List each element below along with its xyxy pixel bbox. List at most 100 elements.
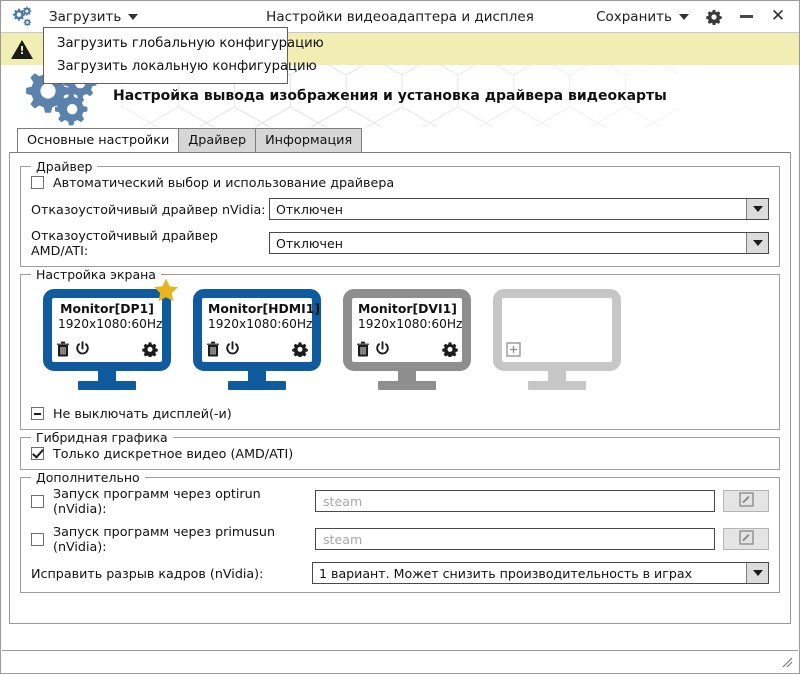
group-extra: Дополнительно Запуск программ через opti… (20, 470, 780, 593)
monitor-card-add[interactable] (493, 289, 621, 390)
monitor-name: Monitor[DVI1] (358, 301, 457, 316)
power-icon[interactable] (75, 341, 90, 361)
amd-fallback-label: Отказоустойчивый драйвер AMD/ATI: (31, 228, 218, 258)
add-icon[interactable] (506, 342, 521, 361)
monitor-mode: 1920x1080:60Hz (358, 317, 463, 331)
nvidia-fallback-select[interactable]: Отключен (269, 198, 769, 220)
primusun-checkbox[interactable] (31, 532, 44, 546)
edit-pencil-icon (738, 529, 754, 549)
amd-fallback-row: Отказоустойчивый драйвер AMD/ATI: Отключ… (31, 228, 769, 258)
load-menu-button[interactable]: Загрузить (43, 7, 144, 27)
status-bar (2, 650, 798, 672)
group-hybrid-graphics: Гибридная графика Только дискретное виде… (20, 430, 780, 470)
keep-displays-on-label: Не выключать дисплей(-и) (53, 406, 232, 421)
hexagon-pattern-background (1, 65, 799, 127)
minimize-icon (739, 15, 753, 18)
optirun-row: Запуск программ через optirun (nVidia): … (31, 486, 769, 516)
monitor-actions (206, 341, 308, 361)
gear-icon[interactable] (442, 341, 458, 361)
chevron-down-icon (128, 13, 139, 20)
chevron-down-icon[interactable] (746, 233, 768, 253)
optirun-input[interactable]: steam (315, 490, 715, 512)
primusun-browse-button[interactable] (723, 528, 769, 550)
optirun-browse-button[interactable] (723, 490, 769, 512)
menu-item-global-config[interactable]: Загрузить глобальную конфигурацию (57, 36, 324, 51)
trash-icon[interactable] (56, 341, 70, 361)
edit-pencil-icon (738, 491, 754, 511)
window-title-text: Настройки видеоадаптера и дисплея (266, 9, 534, 25)
monitor-card[interactable]: Monitor[DVI1] 1920x1080:60Hz (343, 289, 471, 390)
monitor-screen[interactable]: Monitor[HDMI1] 1920x1080:60Hz (193, 289, 321, 371)
banner: Настройка вывода изображения и установка… (1, 65, 799, 127)
power-icon[interactable] (375, 341, 390, 361)
group-screen: Настройка экрана Monitor[DP1] 1920x1080:… (20, 267, 780, 430)
trash-icon[interactable] (206, 341, 220, 361)
gear-icon[interactable] (142, 341, 158, 361)
monitor-screen[interactable]: Monitor[DP1] 1920x1080:60Hz (43, 289, 171, 371)
chevron-down-icon (679, 13, 689, 20)
discrete-only-checkbox[interactable] (31, 447, 44, 460)
discrete-only-row[interactable]: Только дискретное видео (AMD/ATI) (31, 446, 769, 461)
monitor-card[interactable]: Monitor[DP1] 1920x1080:60Hz (43, 278, 178, 390)
save-menu-label: Сохранить (596, 8, 672, 25)
app-icon (9, 6, 33, 28)
monitor-screen[interactable]: Monitor[DVI1] 1920x1080:60Hz (343, 289, 471, 371)
monitor-mode: 1920x1080:60Hz (208, 317, 313, 331)
monitor-name: Monitor[HDMI1] (208, 301, 320, 316)
banner-title: Настройка вывода изображения и установка… (113, 88, 667, 104)
amd-fallback-select[interactable]: Отключен (269, 232, 769, 254)
discrete-only-label: Только дискретное видео (AMD/ATI) (53, 446, 294, 461)
monitor-actions (356, 341, 458, 361)
load-dropdown-menu[interactable]: Загрузить глобальную конфигурацию Загруз… (43, 27, 324, 84)
tearfix-select[interactable]: 1 вариант. Может снизить производительно… (312, 562, 769, 584)
primary-star-icon (154, 278, 178, 302)
primusun-placeholder: steam (323, 531, 363, 547)
group-extra-legend: Дополнительно (31, 470, 145, 485)
minimize-button[interactable] (731, 3, 761, 31)
monitor-stand (548, 371, 566, 381)
monitor-base (228, 381, 286, 390)
power-icon[interactable] (225, 341, 240, 361)
monitor-screen-empty[interactable] (493, 289, 621, 371)
tearfix-row: Исправить разрыв кадров (nVidia): 1 вари… (31, 562, 769, 584)
settings-gear-button[interactable] (699, 3, 729, 31)
keep-displays-on-checkbox[interactable] (31, 407, 44, 420)
primusun-input[interactable]: steam (315, 528, 715, 550)
keep-displays-on-row[interactable]: Не выключать дисплей(-и) (31, 406, 769, 421)
warning-triangle-icon (11, 39, 33, 59)
nvidia-fallback-row: Отказоустойчивый драйвер nVidia: Отключе… (31, 198, 769, 220)
resize-grip-icon[interactable] (780, 655, 794, 669)
auto-driver-label: Автоматический выбор и использование дра… (53, 175, 395, 190)
monitor-actions (506, 342, 608, 361)
monitor-card[interactable]: Monitor[HDMI1] 1920x1080:60Hz (193, 289, 321, 390)
amd-fallback-value: Отключен (276, 235, 343, 251)
group-screen-legend: Настройка экрана (31, 267, 161, 282)
monitor-stand (398, 371, 416, 381)
nvidia-fallback-value: Отключен (276, 201, 343, 217)
nvidia-fallback-label: Отказоустойчивый драйвер nVidia: (31, 201, 266, 217)
tab-information[interactable]: Информация (255, 128, 363, 152)
menu-item-local-config[interactable]: Загрузить локальную конфигурацию (57, 59, 317, 74)
monitor-base (78, 381, 136, 390)
chevron-down-icon[interactable] (746, 563, 768, 583)
monitor-name: Monitor[DP1] (60, 301, 154, 316)
monitor-stand (98, 371, 116, 381)
monitor-base (378, 381, 436, 390)
load-menu-label: Загрузить (49, 8, 122, 25)
tab-panel-main-settings: Драйвер Автоматический выбор и использов… (9, 152, 791, 624)
optirun-checkbox[interactable] (31, 494, 44, 508)
tab-driver[interactable]: Драйвер (178, 128, 257, 152)
save-menu-button[interactable]: Сохранить (588, 7, 697, 27)
group-hybrid-legend: Гибридная графика (31, 430, 173, 445)
monitor-base (528, 381, 586, 390)
monitor-list: Monitor[DP1] 1920x1080:60Hz (31, 278, 769, 392)
auto-driver-row[interactable]: Автоматический выбор и использование дра… (31, 175, 769, 190)
auto-driver-checkbox[interactable] (31, 176, 44, 189)
trash-icon[interactable] (356, 341, 370, 361)
tab-main-settings[interactable]: Основные настройки (17, 128, 180, 152)
monitor-stand (248, 371, 266, 381)
close-button[interactable]: ✕ (763, 3, 793, 31)
primusun-row: Запуск программ через primusun (nVidia):… (31, 524, 769, 554)
gear-icon[interactable] (292, 341, 308, 361)
chevron-down-icon[interactable] (746, 199, 768, 219)
